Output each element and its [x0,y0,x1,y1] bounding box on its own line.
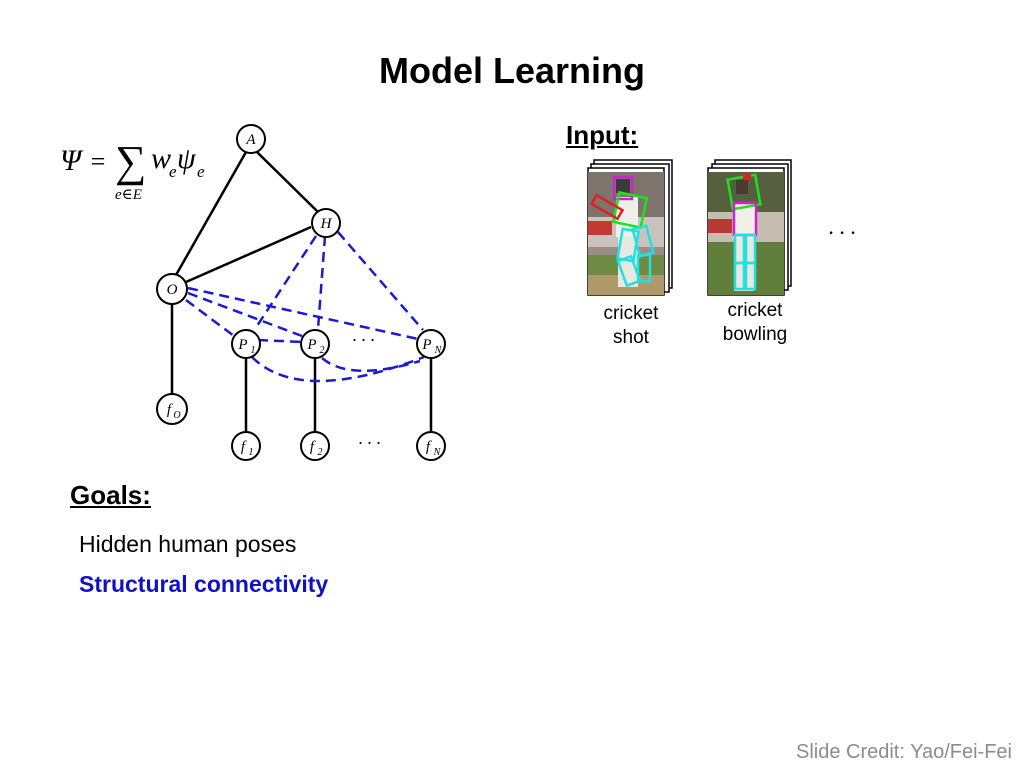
input-label: Input: [566,120,639,150]
node-fn-label: f [426,439,432,455]
node-f1 [231,431,261,461]
edge-o-p2 [187,291,303,338]
node-p1-label: P [237,337,247,353]
image-stack-cricket-bowling [707,159,792,296]
node-p2 [300,329,330,359]
input-images: · · · [587,159,856,296]
nodes [156,124,446,461]
formula-psi-sub: e [197,162,205,181]
node-p1-sub: 1 [251,345,256,356]
formula-sum-under: e∈E [115,187,142,203]
node-fo-label: f [167,402,173,418]
solid-edges [170,151,433,432]
node-a [236,124,266,154]
node-labels: A H O P 1 P 2 P N f O f 1 f 2 f N [167,132,443,458]
node-pn-label: P [421,337,431,353]
edge-p2-pn [321,357,421,373]
input-ellipsis: · · · [828,220,856,245]
node-fo-sub: O [173,410,180,421]
node-pn [416,329,446,359]
goal-structural-connectivity: Structural connectivity [79,571,329,597]
graph-diagram: A H O P 1 P 2 P N f O f 1 f 2 f N · · · … [156,124,446,461]
slide-credit: Slide Credit: Yao/Fei-Fei [795,741,1012,763]
node-fo [156,393,188,425]
node-p2-label: P [306,337,316,353]
cricket-bowling-image [708,172,784,295]
formula-w: w [151,142,171,175]
caption-cricket-bowling-line2: bowling [722,324,788,345]
edge-o-pn [187,286,419,341]
graph-ellipsis-bottom: · · · [358,433,381,453]
edge-o-p1 [185,299,235,337]
formula-sum: ∑ [115,137,146,186]
node-a-label: A [245,132,256,148]
node-o-label: O [167,282,178,298]
node-h [311,208,341,238]
node-f1-label: f [241,439,247,455]
formula-equals: = [89,147,107,176]
edge-p1-pn [251,355,425,383]
formula-psi-capital: Ψ [60,144,84,177]
goals-label: Goals: [70,480,151,510]
node-fn [416,431,446,461]
edge-a-h [256,151,319,213]
node-f1-sub: 1 [249,447,254,458]
node-f2-label: f [310,439,316,455]
edge-a-o [174,151,248,276]
edge-h-p1 [253,235,318,330]
dashed-edges [185,231,425,383]
node-f2 [300,431,330,461]
goal-hidden-poses: Hidden human poses [79,531,297,557]
node-p1 [231,329,261,359]
edge-p1-p2 [257,338,303,344]
caption-cricket-shot: cricket shot [590,302,672,350]
node-fn-sub: N [433,447,442,458]
node-f2-sub: 2 [318,447,323,458]
caption-cricket-shot-line1: cricket [603,303,659,324]
edge-h-pn [337,231,424,331]
formula-w-sub: e [169,162,177,181]
caption-cricket-shot-line2: shot [613,327,649,348]
graph-ellipsis-top: · · · [352,330,375,350]
cricket-shot-image [588,172,664,295]
edge-h-o [185,225,312,284]
node-o [156,273,188,305]
slide-title: Model Learning [378,50,645,91]
caption-cricket-bowling: cricket bowling [712,299,798,347]
node-p2-sub: 2 [320,345,325,356]
image-stack-cricket-shot [587,159,673,296]
node-pn-sub: N [434,345,443,356]
formula: Ψ = ∑ e∈E w e ψ e [60,137,205,203]
edge-h-p2 [316,235,327,330]
formula-psi: ψ [177,142,197,175]
caption-cricket-bowling-line1: cricket [727,300,783,321]
node-h-label: H [320,216,333,232]
